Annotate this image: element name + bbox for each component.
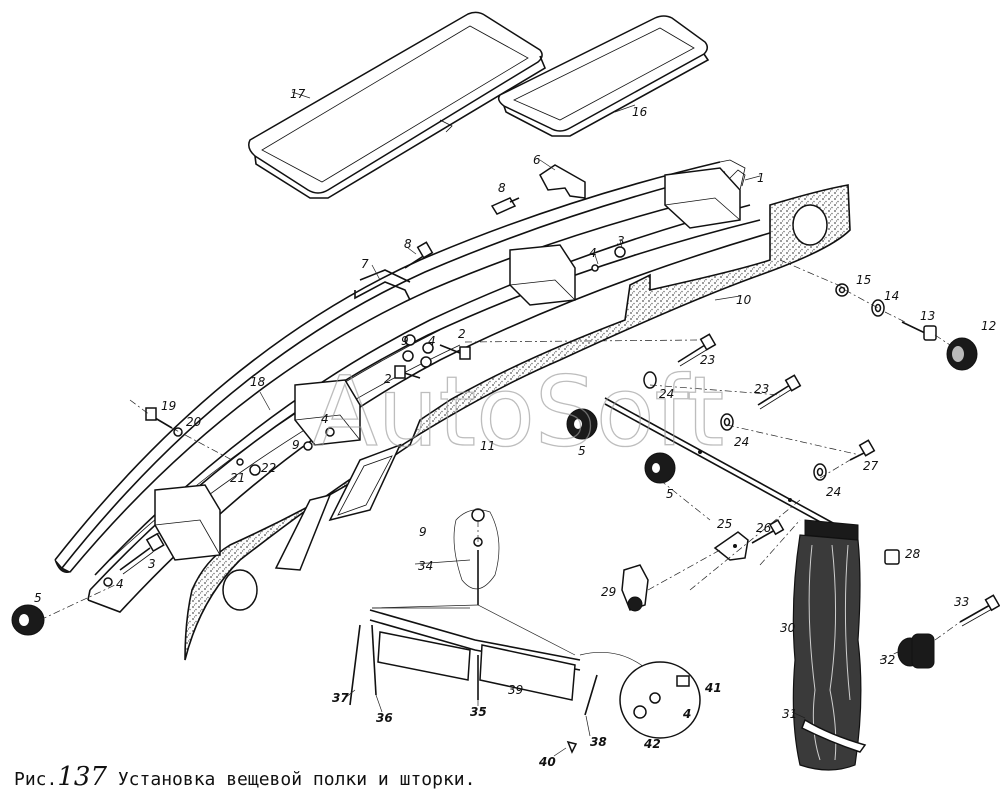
callout-4-center: 4: [321, 412, 329, 426]
callout-16: 16: [632, 105, 648, 119]
shelf-board-17: [248, 11, 547, 199]
bracket-1: [729, 169, 746, 187]
bolt-27: [849, 439, 876, 461]
caption-number: 137: [57, 762, 107, 792]
curtain-30: [792, 519, 867, 771]
strip-bar: [604, 397, 856, 542]
callout-11: 11: [480, 439, 495, 453]
callout-14: 14: [884, 289, 899, 303]
caption-prefix: Рис.: [14, 769, 58, 790]
callout-38: 38: [590, 735, 607, 749]
callout-13: 13: [920, 309, 935, 323]
bolt-8-top: [490, 197, 520, 215]
callout-17: 17: [290, 87, 306, 101]
figure-caption: Рис.137 Установка вещевой полки и шторки…: [14, 762, 475, 792]
callout-2-left: 2: [384, 372, 392, 386]
bolt-26: [751, 519, 785, 544]
callout-32: 32: [880, 653, 895, 667]
watermark: AutoSoft: [312, 356, 724, 468]
callout-25: 25: [717, 517, 732, 531]
callout-27: 27: [863, 459, 879, 473]
callout-30: 30: [780, 621, 796, 635]
callout-3-upper: 3: [617, 234, 625, 248]
bolt-2-a: [439, 344, 471, 360]
bolt-8: [404, 241, 434, 269]
callout-6: 6: [533, 153, 541, 167]
callout-20: 20: [186, 415, 202, 429]
callout-8-top: 8: [498, 181, 506, 195]
callout-9-lower: 9: [419, 525, 427, 539]
callout-40: 40: [538, 755, 556, 769]
callout-4-upper: 4: [589, 246, 597, 260]
rubber-buffers: [11, 337, 978, 669]
callout-19: 19: [161, 399, 176, 413]
bolt-23-lower: [757, 374, 802, 410]
callout-26: 26: [756, 521, 772, 535]
callout-22: 22: [261, 461, 276, 475]
callout-42: 42: [643, 737, 661, 751]
callout-4-lower: 4: [116, 577, 124, 591]
callout-5-left: 5: [34, 591, 42, 605]
upper-rail-18: [54, 159, 746, 573]
callout-5-right: 5: [666, 487, 674, 501]
callout-23-upper: 23: [700, 353, 715, 367]
callout-9-center: 9: [292, 438, 300, 452]
callout-31: 31: [782, 707, 797, 721]
callout-5-middle: 5: [578, 444, 586, 458]
callout-41: 41: [704, 681, 722, 695]
clip-29: [621, 564, 649, 612]
clip-7: [354, 269, 411, 301]
callout-36: 36: [376, 711, 393, 725]
callout-1: 1: [757, 171, 765, 185]
bolt-13: [901, 321, 937, 341]
callouts: 17 16 6 1 8 8 7 4 3 10 15 14 13 12 9 4 2…: [34, 87, 996, 769]
callout-3-lower: 3: [148, 557, 156, 571]
callout-15: 15: [856, 273, 871, 287]
bolt-23-upper: [677, 333, 717, 367]
buffer-5-left: [11, 604, 45, 636]
roller-32: [897, 633, 935, 669]
callout-37: 37: [332, 691, 349, 705]
cap-12: [946, 337, 978, 371]
lamp-assembly: [349, 508, 651, 754]
callout-12: 12: [981, 319, 996, 333]
bolts: [119, 197, 1000, 627]
leader-lines: [39, 91, 961, 757]
frame-brackets: [154, 167, 741, 561]
callout-2-right: 2: [458, 327, 466, 341]
callout-4-bubble: 4: [682, 707, 691, 721]
shelf-board-16: [497, 15, 710, 137]
bolt-19: [145, 407, 173, 429]
detail-bubble: [619, 661, 701, 739]
callout-24-upper: 24: [659, 387, 674, 401]
callout-21: 21: [230, 471, 245, 485]
callout-9-upper: 9: [401, 334, 409, 348]
side-panel-10-11: [184, 184, 851, 661]
bolt-3: [119, 532, 165, 575]
bracket-6: [539, 164, 586, 199]
buffer-5-middle: [566, 408, 598, 440]
callout-23-lower: 23: [754, 382, 769, 396]
callout-24-lower: 24: [826, 485, 841, 499]
callout-10: 10: [736, 293, 752, 307]
bracket-25: [713, 531, 749, 561]
callout-24-mid: 24: [734, 435, 749, 449]
buffer-5-right: [644, 452, 676, 484]
nuts-washers: [103, 246, 900, 587]
callout-18: 18: [250, 375, 266, 389]
bolt-33: [959, 594, 1000, 627]
bolt-2-b: [394, 365, 421, 379]
callout-4-mid: 4: [428, 334, 436, 348]
caption-title: Установка вещевой полки и шторки.: [117, 769, 476, 790]
callout-34: 34: [418, 559, 433, 573]
callout-7: 7: [361, 257, 369, 271]
callout-28: 28: [905, 547, 921, 561]
callout-29: 29: [601, 585, 616, 599]
callout-33: 33: [954, 595, 969, 609]
callout-35: 35: [470, 705, 487, 719]
callout-39: 39: [508, 683, 523, 697]
callout-8: 8: [404, 237, 412, 251]
